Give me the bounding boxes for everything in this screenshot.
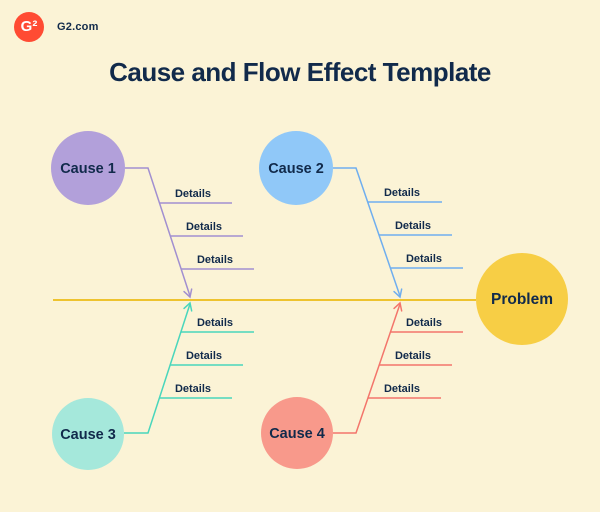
cause-3-bubble [52,398,124,470]
brand-text: G2.com [57,21,99,33]
cause-1-detail-label: Details [175,188,211,200]
cause-3-detail-label: Details [175,383,211,395]
cause-3-detail-label: Details [197,317,233,329]
cause-4-detail-label: Details [406,317,442,329]
cause-2-arrowhead-icon [393,288,403,299]
problem-bubble [476,253,568,345]
cause-1-detail-label: Details [197,254,233,266]
cause-4-detail-label: Details [384,383,420,395]
cause-3-group: Details Details Details Cause 3 [52,301,254,470]
cause-2-label: Cause 2 [268,161,324,177]
cause-3-detail-label: Details [186,350,222,362]
cause-2-group: Details Details Details Cause 2 [259,131,463,299]
brand-header: G² G2.com [14,12,99,42]
cause-2-connector-line [333,167,401,297]
cause-3-connector-line [124,303,191,434]
problem-group: Problem [476,253,568,345]
cause-4-group: Details Details Details Cause 4 [261,301,463,469]
problem-label: Problem [491,291,553,308]
cause-4-arrowhead-icon [393,301,403,312]
cause-3-label: Cause 3 [60,427,116,443]
cause-2-detail-label: Details [384,187,420,199]
cause-1-bubble [51,131,125,205]
cause-1-detail-label: Details [186,221,222,233]
cause-1-group: Details Details Details Cause 1 [51,131,254,299]
cause-4-connector-line [333,303,401,434]
cause-3-arrowhead-icon [183,301,193,312]
cause-1-connector-line [125,167,191,297]
cause-1-label: Cause 1 [60,161,116,177]
cause-2-bubble [259,131,333,205]
cause-4-detail-label: Details [395,350,431,362]
cause-4-label: Cause 4 [269,426,325,442]
cause-2-detail-label: Details [395,220,431,232]
cause-4-bubble [261,397,333,469]
page-title: Cause and Flow Effect Template [109,57,491,87]
cause-1-arrowhead-icon [183,288,193,299]
g2-logo-icon: G² [14,12,44,42]
cause-2-detail-label: Details [406,253,442,265]
